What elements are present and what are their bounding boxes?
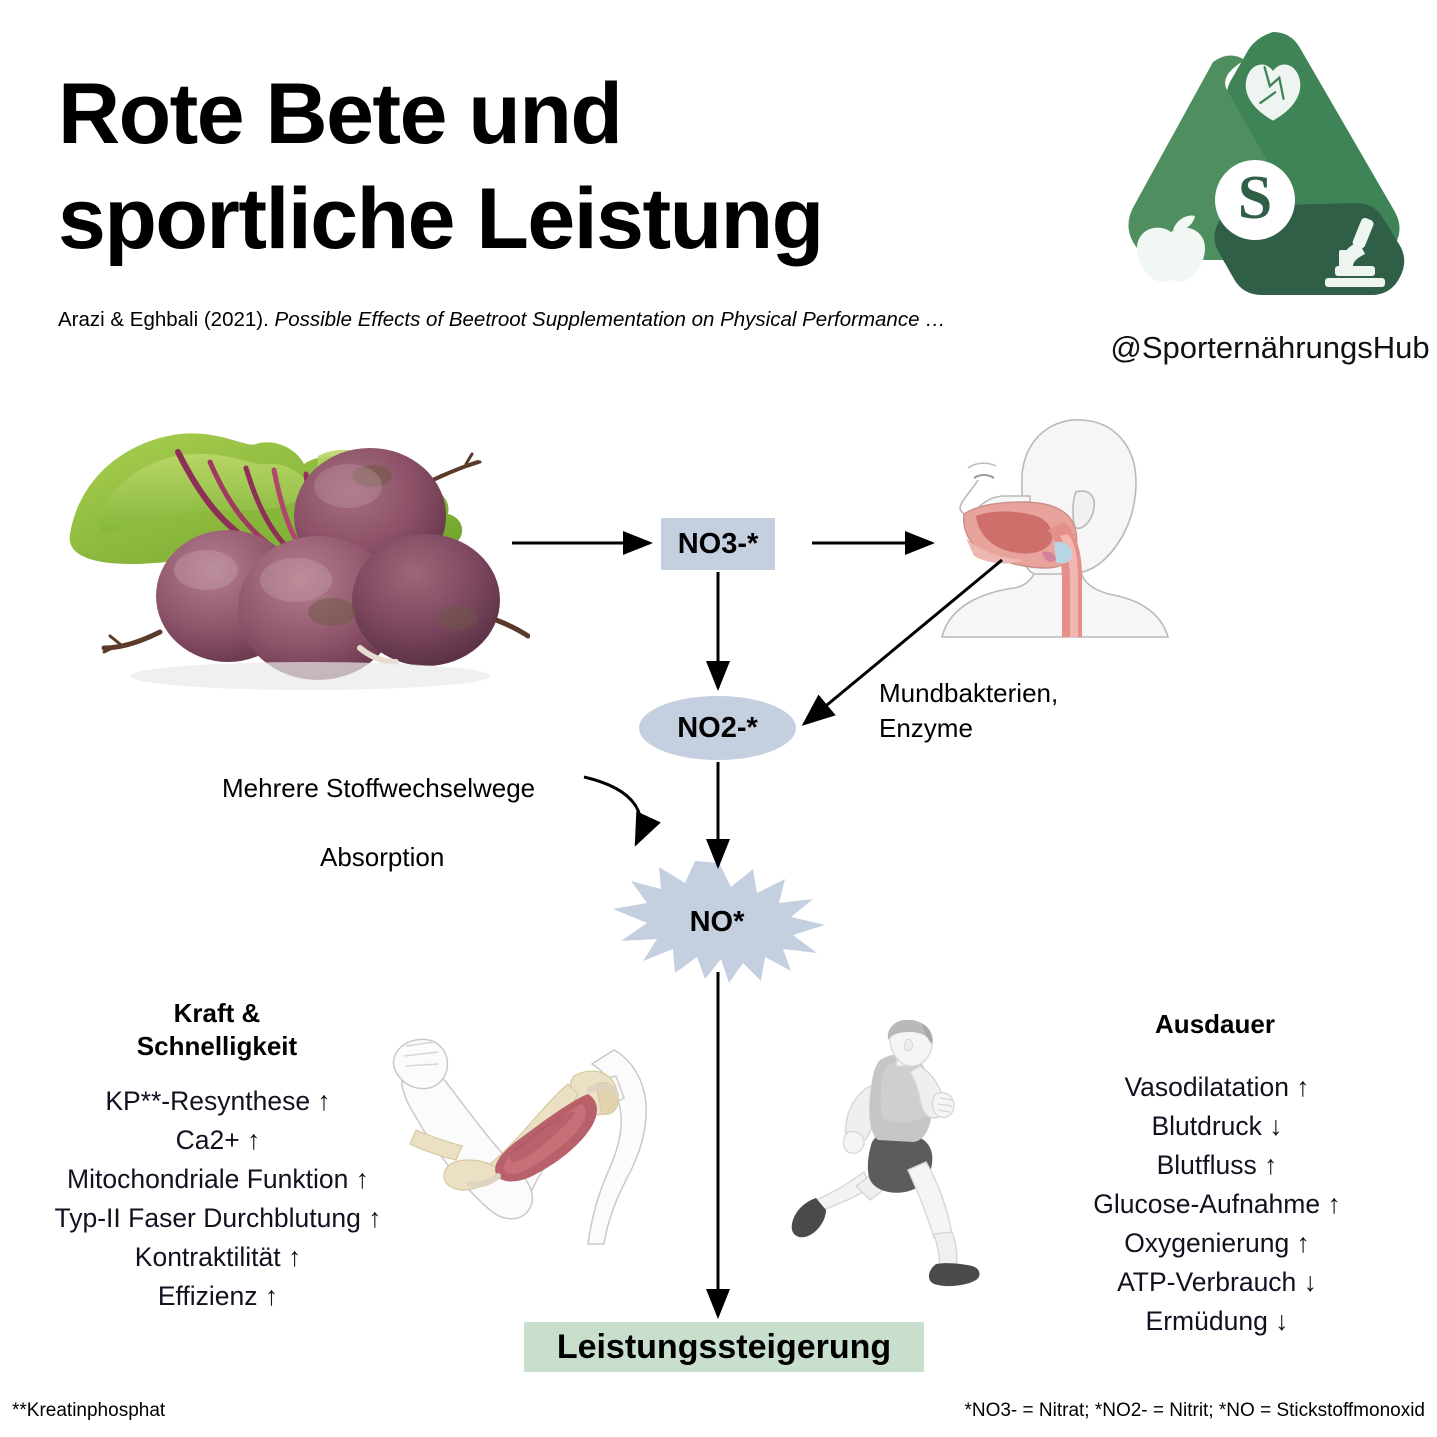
citation: Arazi & Eghbali (2021). Possible Effects… xyxy=(58,308,1038,332)
outcome-item: Effizienz ↑ xyxy=(157,1280,279,1311)
citation-authors: Arazi & Eghbali (2021). xyxy=(58,308,275,331)
logo-letter: S xyxy=(1238,164,1272,232)
microscope-icon xyxy=(1325,217,1385,287)
outcome-item: Vasodilatation ↑ xyxy=(1124,1072,1310,1102)
column-list-strength: KP**-Resynthese ↑ Ca2+ ↑ Mitochondriale Fu… xyxy=(8,1082,428,1316)
outcome-item: Blutdruck ↓ xyxy=(1151,1110,1283,1141)
outcome-item: Kontraktilität ↑ xyxy=(134,1241,302,1272)
bicep-anatomy-illustration xyxy=(392,1038,647,1245)
logo-center-badge: S xyxy=(1215,160,1295,240)
outcome-banner: Leistungssteigerung xyxy=(524,1322,924,1372)
label-oral-bacteria-line-1: Mundbakterien, xyxy=(879,678,1059,708)
runner-figure xyxy=(791,1020,980,1287)
heart-icon xyxy=(1243,62,1303,123)
outcome-item: KP**-Resynthese ↑ xyxy=(105,1086,331,1116)
outcome-item: ATP-Verbrauch ↓ xyxy=(1117,1266,1317,1297)
column-list-endurance: Vasodilatation ↑ Blutdruck ↓ Blutfluss ↑ Gl… xyxy=(1022,1068,1412,1341)
node-nitric-oxide-label: NO* xyxy=(689,905,745,938)
column-heading-endurance: Ausdauer xyxy=(1155,1009,1275,1039)
oral-cavity xyxy=(963,501,1082,637)
citation-title: Possible Effects of Beetroot Supplementa… xyxy=(274,308,946,331)
beet-bulbs xyxy=(101,448,530,680)
title-line-2: sportliche Leistung xyxy=(58,170,824,267)
node-nitrate: NO3-* xyxy=(661,518,775,570)
starburst-shape xyxy=(613,861,825,983)
outcome-item: Mitochondriale Funktion ↑ xyxy=(67,1163,369,1194)
footnote-left: **Kreatinphosphat xyxy=(12,1400,166,1421)
brand-logo: S xyxy=(1123,14,1423,324)
outcome-item: Glucose-Aufnahme ↑ xyxy=(1093,1188,1341,1219)
node-nitrite: NO2-* xyxy=(639,696,796,760)
apple-icon xyxy=(1137,215,1205,282)
column-heading-strength: Kraft &Schnelligkeit xyxy=(52,997,382,1062)
title-line-1: Rote Bete und xyxy=(58,66,623,162)
column-heading-strength-line-2: Schnelligkeit xyxy=(136,1030,298,1061)
label-oral-bacteria: Mundbakterien, Enzyme xyxy=(879,676,1209,746)
column-heading-strength-line-1: Kraft & xyxy=(173,998,261,1028)
outcome-item: Blutfluss ↑ xyxy=(1156,1149,1278,1180)
outcome-item: Typ-II Faser Durchblutung ↑ xyxy=(54,1202,382,1233)
page-title: Rote Bete und sportliche Leistung xyxy=(58,62,1068,272)
biceps-muscle xyxy=(467,1083,619,1188)
label-oral-bacteria-line-2: Enzyme xyxy=(879,713,973,744)
label-absorption: Absorption xyxy=(320,842,445,872)
beetroot-photo xyxy=(69,433,530,690)
brand-handle: @SporternährungsHub xyxy=(1110,330,1430,365)
label-metabolic-pathways: Mehrere Stoffwechselwege xyxy=(222,773,536,803)
outcome-item: Ermüdung ↓ xyxy=(1145,1305,1289,1336)
outcome-item: Ca2+ ↑ xyxy=(175,1124,261,1155)
footnote-right: *NO3- = Nitrat; *NO2- = Nitrit; *NO = St… xyxy=(964,1400,1425,1421)
node-nitric-oxide-shape xyxy=(613,861,825,983)
head-anatomy-illustration xyxy=(940,419,1170,638)
outcome-item: Oxygenierung ↑ xyxy=(1124,1227,1310,1258)
runner-illustration xyxy=(791,1020,980,1287)
